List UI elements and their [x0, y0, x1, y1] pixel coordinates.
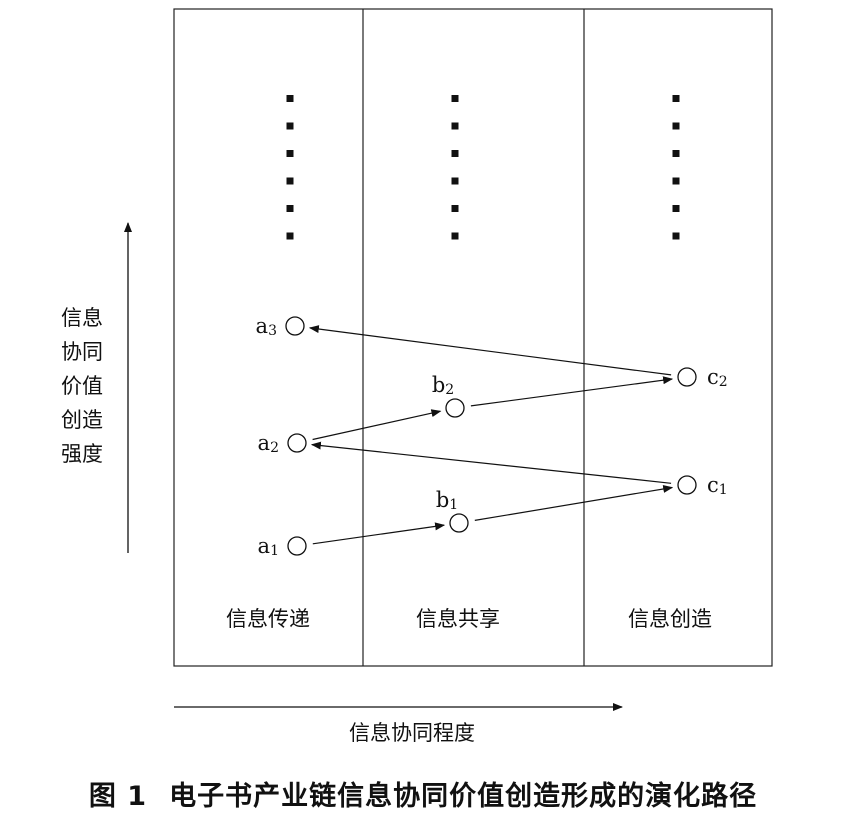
continuation-dot: [451, 177, 459, 185]
continuation-dot: [672, 95, 680, 102]
arrow-c2-to-a3: [308, 325, 672, 376]
continuation-dot: [286, 177, 294, 185]
node-label-c2: c2: [707, 365, 728, 390]
node-c1: [677, 475, 697, 495]
continuation-dot: [672, 205, 680, 212]
stage-label-sharing: 信息共享: [416, 607, 500, 631]
node-label-a2: a2: [258, 431, 279, 456]
node-c2: [677, 367, 697, 387]
figure-number: 图 1: [88, 781, 148, 812]
node-label-c1: c1: [707, 473, 728, 498]
continuation-dot: [286, 150, 294, 157]
figure-title: 电子书产业链信息协同价值创造形成的演化路径: [169, 781, 758, 812]
continuation-dot: [286, 122, 294, 130]
continuation-dot: [451, 205, 459, 212]
arrow-b2-to-c2: [470, 376, 674, 407]
figure-caption: 图 1 电子书产业链信息协同价值创造形成的演化路径: [0, 774, 846, 813]
continuation-dot: [286, 205, 294, 212]
continuation-dot: [451, 232, 459, 240]
arrow-a1-to-b1: [312, 522, 446, 545]
continuation-dot: [286, 232, 294, 240]
node-b2: [445, 398, 465, 418]
node-label-a3: a3: [256, 314, 277, 339]
continuation-dot: [451, 150, 459, 157]
continuation-dot: [451, 122, 459, 130]
continuation-dot: [672, 150, 680, 157]
stage-label-transfer: 信息传递: [226, 607, 310, 631]
stage-frame: [173, 8, 773, 667]
y-axis-label-line-5: 强度: [61, 442, 103, 466]
x-axis-label: 信息协同程度: [349, 721, 475, 745]
continuation-dot: [451, 95, 459, 102]
arrow-b1-to-c1: [474, 485, 674, 521]
node-b1: [449, 513, 469, 533]
node-label-b1: b1: [436, 488, 458, 513]
node-a3: [285, 316, 305, 336]
continuation-dots: [286, 95, 680, 240]
y-axis-label-line-1: 信息: [61, 306, 103, 330]
path-nodes: a1 a2 a3 b1 b2 c1 c2: [256, 314, 728, 559]
node-a1: [287, 536, 307, 556]
node-label-b2: b2: [432, 373, 454, 398]
continuation-dot: [672, 177, 680, 185]
arrow-a2-to-b2: [312, 409, 442, 441]
continuation-dot: [672, 122, 680, 130]
continuation-dot: [672, 232, 680, 240]
continuation-dot: [286, 95, 294, 102]
y-axis-label-line-4: 创造: [61, 408, 103, 432]
node-label-a1: a1: [258, 534, 279, 559]
y-axis-label: 信息 协同 价值 创造 强度: [61, 306, 103, 466]
y-axis-label-line-3: 价值: [61, 374, 103, 398]
node-a2: [287, 433, 307, 453]
stage-label-creation: 信息创造: [628, 607, 712, 631]
y-axis-label-line-2: 协同: [61, 340, 103, 364]
arrow-c1-to-a2: [310, 441, 672, 484]
path-arrows: [308, 325, 674, 545]
